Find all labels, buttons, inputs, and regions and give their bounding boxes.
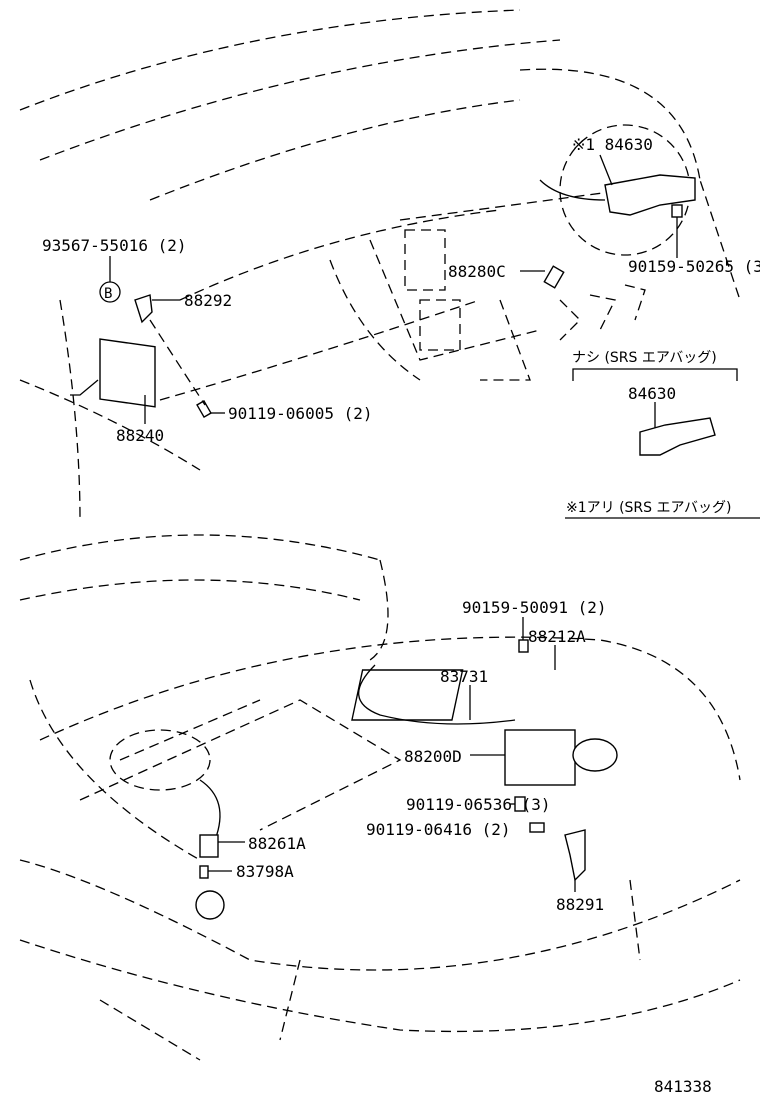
part-83798A-oring xyxy=(199,865,209,879)
label-b: B xyxy=(104,286,112,302)
label-84630-note: ※1 84630 xyxy=(572,135,653,154)
part-88292-bracket xyxy=(134,294,153,324)
label-88291: 88291 xyxy=(556,895,604,914)
part-90119-06005-bolt xyxy=(196,399,212,419)
label-88292: 88292 xyxy=(184,291,232,310)
part-90159-50265-screw xyxy=(671,204,683,218)
label-83798A: 83798A xyxy=(236,862,294,881)
label-90119-06536: 90119-06536 (3) xyxy=(406,795,551,814)
label-90119-06005: 90119-06005 (2) xyxy=(228,404,373,423)
engine-bay-outline xyxy=(19,534,741,1061)
without-srs-bracket xyxy=(572,368,738,381)
dashboard-outline xyxy=(19,9,741,521)
part-88280C-bulb xyxy=(543,265,565,289)
label-88200D: 88200D xyxy=(404,747,462,766)
label-93567-55016: 93567-55016 (2) xyxy=(42,236,187,255)
part-90159-50091-screw xyxy=(518,639,529,653)
label-with-srs: ※1アリ (SRS エアバッグ) xyxy=(566,500,731,516)
label-88240: 88240 xyxy=(116,426,164,445)
gear-housing xyxy=(195,890,225,920)
label-88280C: 88280C xyxy=(448,262,506,281)
part-88240-ecu xyxy=(70,338,156,408)
label-90159-50265: 90159-50265 (3) xyxy=(628,257,760,276)
part-88200D-actuator xyxy=(504,729,618,786)
label-88261A: 88261A xyxy=(248,834,306,853)
part-83731-cable xyxy=(358,664,516,725)
label-90159-50091: 90159-50091 (2) xyxy=(462,598,607,617)
label-84630: 84630 xyxy=(628,384,676,403)
label-90119-06416: 90119-06416 (2) xyxy=(366,820,511,839)
part-88291-bracket xyxy=(564,829,586,882)
diagram-id: 841338 xyxy=(654,1077,712,1096)
part-84630-alt xyxy=(639,417,716,456)
label-88212A: 88212A xyxy=(528,627,586,646)
part-84630-switch xyxy=(539,174,696,216)
part-88261A-sensor xyxy=(199,779,221,858)
label-without-srs: ナシ (SRS エアバッグ) xyxy=(572,350,717,366)
label-83731: 83731 xyxy=(440,667,488,686)
part-90119-06416-bolt xyxy=(529,822,545,833)
